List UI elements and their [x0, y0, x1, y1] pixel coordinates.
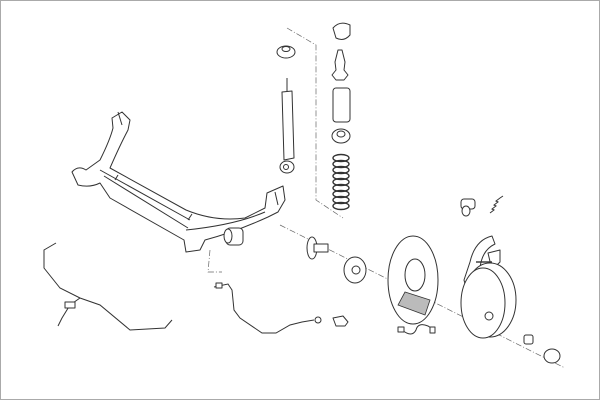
spring-coil	[332, 171, 350, 181]
brake-backplate	[387, 235, 439, 325]
hub-cap	[543, 348, 561, 364]
bump-stop	[331, 22, 351, 81]
spring-coil	[332, 183, 350, 193]
axle-bushing	[223, 227, 244, 246]
spring-coil	[332, 177, 350, 187]
brake-drum	[460, 262, 517, 339]
spring-coil	[332, 201, 350, 211]
abs-sensor-cable	[213, 282, 322, 334]
spring-coil	[332, 189, 350, 199]
spring-coil	[332, 159, 350, 169]
return-spring	[489, 195, 504, 214]
wheel-hub	[343, 256, 367, 284]
spring-coil	[332, 153, 350, 163]
top-mount	[276, 45, 296, 59]
dust-boot	[332, 87, 351, 123]
axle-nut	[523, 334, 534, 345]
spring-coil	[332, 195, 350, 205]
stub-axle	[306, 236, 329, 260]
wheel-cylinder	[460, 198, 476, 217]
spring-seat	[331, 128, 351, 144]
spring-coil	[332, 165, 350, 175]
shock-absorber	[279, 78, 295, 174]
brake-hose	[397, 324, 436, 335]
abs-sensor	[332, 315, 349, 327]
coil-spring	[332, 153, 350, 211]
handbrake-cable	[43, 242, 173, 331]
axle-beam	[71, 111, 286, 253]
